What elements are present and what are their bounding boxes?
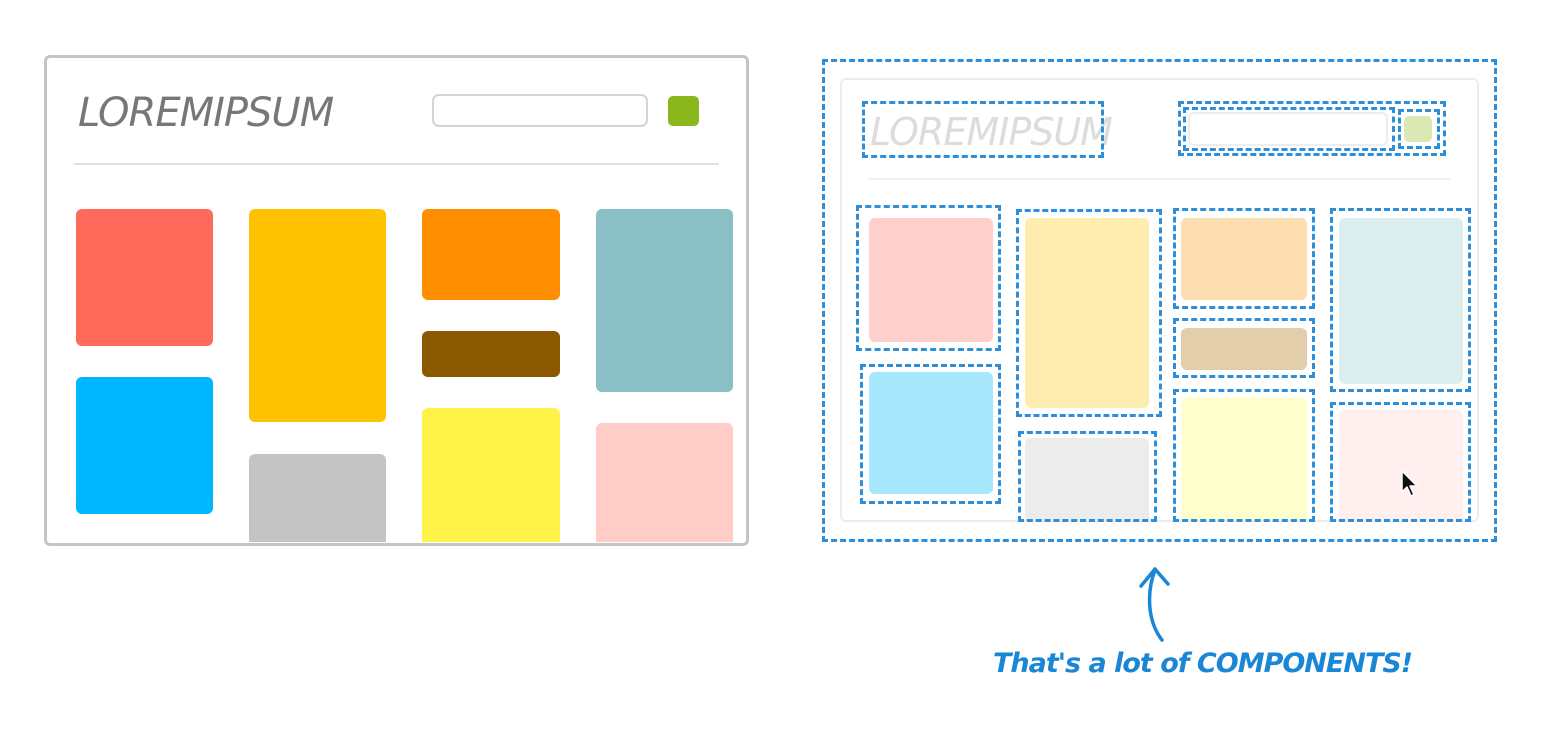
- page-component-outline: [822, 59, 1497, 542]
- right-light-teal-tall-tile: [1339, 218, 1463, 384]
- tile-component-outline: [1330, 208, 1471, 392]
- right-square-button[interactable]: [1404, 116, 1432, 142]
- right-light-blue-tile: [869, 372, 993, 494]
- tile-component-outline: [1016, 209, 1162, 417]
- right-light-orange-tile: [1181, 218, 1307, 300]
- right-header-divider: [868, 178, 1450, 180]
- left-search-input[interactable]: [432, 94, 648, 127]
- search-field-component-outline: [1183, 107, 1395, 151]
- tile-component-outline: [856, 205, 1001, 351]
- tile-component-outline: [1173, 208, 1315, 309]
- caption-text: That's a lot of COMPONENTS!: [993, 648, 1413, 679]
- tile-component-outline: [1173, 389, 1315, 522]
- right-light-yellow-tile: [1181, 397, 1307, 520]
- tile-component-outline: [1330, 402, 1471, 522]
- mouse-pointer-icon: [1401, 470, 1418, 497]
- left-amber-tall-tile: [249, 209, 386, 422]
- left-square-button[interactable]: [668, 96, 699, 126]
- right-light-gray-tile: [1025, 438, 1149, 520]
- right-light-brown-bar-tile: [1181, 328, 1307, 370]
- right-light-red-tile: [869, 218, 993, 342]
- tile-component-outline: [860, 364, 1001, 504]
- left-header-divider: [74, 163, 719, 165]
- left-gray-tile: [249, 454, 386, 542]
- left-pink-tile: [596, 423, 733, 542]
- tile-component-outline: [1173, 318, 1315, 378]
- left-teal-tall-tile: [596, 209, 733, 392]
- logo-component-outline: [862, 101, 1104, 158]
- left-orange-tile: [422, 209, 560, 300]
- left-brown-bar-tile: [422, 331, 560, 377]
- search-bar-component-outline: [1178, 101, 1446, 156]
- right-light-amber-tall-tile: [1025, 218, 1149, 408]
- left-red-tile: [76, 209, 213, 346]
- left-yellow-tile: [422, 408, 560, 542]
- left-logo: LOREMIPSUM: [78, 90, 334, 136]
- right-light-pink-tile: [1339, 410, 1463, 520]
- right-logo: LOREMIPSUM: [870, 110, 1113, 154]
- tile-component-outline: [1018, 431, 1157, 522]
- right-search-input[interactable]: [1188, 112, 1388, 146]
- left-blue-tile: [76, 377, 213, 514]
- button-component-outline: [1398, 109, 1440, 149]
- curved-up-arrow-icon: [1139, 567, 1170, 642]
